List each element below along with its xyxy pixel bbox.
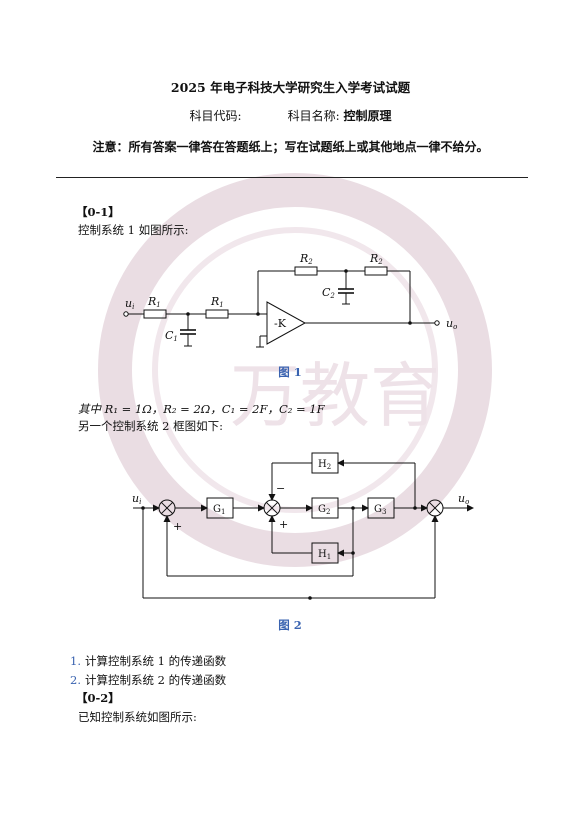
question-tag-0-2: 【0-2】 <box>76 691 120 705</box>
subject-code-label: 科目代码: <box>189 109 242 123</box>
question-tag-0-1: 【0-1】 <box>76 205 120 219</box>
fig2-output-sub: o <box>465 498 469 506</box>
svg-text:uo: uo <box>446 317 457 331</box>
fig1-c2-sub: 2 <box>329 292 335 300</box>
fig1-r2b-sub: 2 <box>377 258 383 266</box>
task-2-num: 2. <box>70 673 81 687</box>
figure-1-circuit: ui R1 R1 C1 R2 R2 C2 uo -K <box>123 252 457 348</box>
figure-1-caption: 图 1 <box>278 365 302 379</box>
svg-text:R1: R1 <box>210 295 224 309</box>
fig2-input-sub: i <box>139 498 141 506</box>
fig1-c1-sub: 1 <box>173 335 177 343</box>
fig1-c1-label: C <box>165 329 174 342</box>
figure-2-caption: 图 2 <box>278 618 302 632</box>
input-terminal <box>123 311 129 317</box>
svg-text:G3: G3 <box>374 504 386 516</box>
task-1: 1.计算控制系统 1 的传递函数 <box>70 653 226 669</box>
resistor-r1a <box>143 309 167 319</box>
op-amp <box>266 301 307 345</box>
svg-text:H1: H1 <box>318 549 331 561</box>
fig1-output-sub: o <box>453 323 457 331</box>
fig1-output-label: u <box>446 317 453 330</box>
g2-label: G <box>318 504 326 515</box>
svg-text:R2: R2 <box>299 252 313 266</box>
svg-text:C1: C1 <box>165 329 178 343</box>
subject-line: 科目代码: 科目名称: 控制原理 <box>0 107 581 124</box>
svg-text:G1: G1 <box>213 504 225 516</box>
subject-name-value: 控制原理 <box>343 109 392 123</box>
fig1-input-label: u <box>125 297 132 310</box>
sign-plus-inner: + <box>279 518 288 531</box>
sign-plus-left: + <box>173 520 182 533</box>
fig1-c2-label: C <box>322 286 331 299</box>
svg-text:G2: G2 <box>318 504 330 516</box>
fig1-r2a-label: R <box>299 252 308 265</box>
exam-title: 2025 年电子科技大学研究生入学考试试题 <box>170 80 411 95</box>
resistor-r1b <box>205 309 229 319</box>
h1-sub: 1 <box>327 553 331 561</box>
resistor-r2b <box>364 266 388 276</box>
subject-name-label: 科目名称: <box>287 109 344 123</box>
watermark-chars: 万教育 <box>230 355 440 437</box>
fig1-r1b-sub: 1 <box>219 301 223 309</box>
task-1-num: 1. <box>70 654 81 668</box>
h2-label: H <box>318 459 327 470</box>
system-2-intro: 另一个控制系统 2 框图如下: <box>78 419 224 433</box>
g1-sub: 1 <box>221 508 225 516</box>
svg-text:C2: C2 <box>322 286 335 300</box>
g3-sub: 3 <box>382 508 386 516</box>
fig1-r1a-label: R <box>147 295 156 308</box>
fig1-r2b-label: R <box>369 252 378 265</box>
circuit-parameters: 其中 R₁ = 1Ω，R₂ = 2Ω，C₁ = 2F，C₂ = 1F <box>78 402 325 416</box>
h2-sub: 2 <box>327 463 331 471</box>
g1-label: G <box>213 504 221 515</box>
sign-minus: − <box>276 482 285 495</box>
svg-text:R1: R1 <box>147 295 161 309</box>
output-terminal <box>434 320 440 326</box>
op-amp-gain: -K <box>274 317 287 330</box>
svg-text:uo: uo <box>458 492 469 506</box>
svg-text:ui: ui <box>125 297 134 311</box>
task-2-text: 计算控制系统 2 的传递函数 <box>84 673 227 687</box>
header-divider <box>56 177 528 178</box>
fig2-input-label: u <box>132 492 139 505</box>
fig1-r1a-sub: 1 <box>156 301 160 309</box>
svg-text:ui: ui <box>132 492 141 506</box>
h1-label: H <box>318 549 327 560</box>
g2-sub: 2 <box>326 508 330 516</box>
question-intro: 控制系统 1 如图所示: <box>78 223 189 237</box>
g3-label: G <box>374 504 382 515</box>
fig1-input-sub: i <box>132 303 134 311</box>
task-1-text: 计算控制系统 1 的传递函数 <box>84 654 227 668</box>
notice: 注意：所有答案一律答在答题纸上；写在试题纸上或其他地点一律不给分。 <box>92 140 489 154</box>
resistor-r2a <box>294 266 318 276</box>
task-2: 2.计算控制系统 2 的传递函数 <box>70 672 226 688</box>
question-2-intro: 已知控制系统如图所示: <box>78 710 197 724</box>
fig1-r2a-sub: 2 <box>307 258 313 266</box>
fig1-r1b-label: R <box>210 295 219 308</box>
svg-text:H2: H2 <box>318 459 331 471</box>
figure-2-block-diagram: G1 G2 G3 H2 H1 ui uo − + + <box>132 452 474 600</box>
svg-text:R2: R2 <box>369 252 383 266</box>
fig2-output-label: u <box>458 492 465 505</box>
